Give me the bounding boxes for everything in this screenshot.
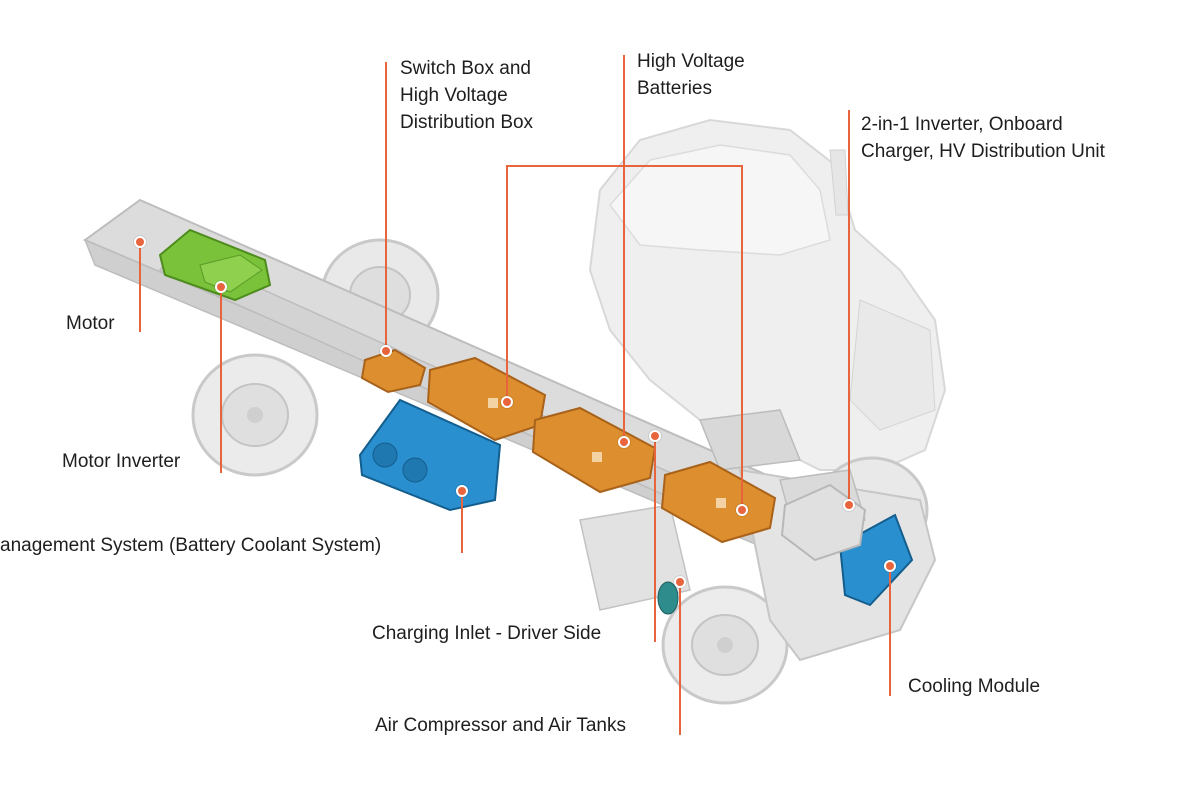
dot-charging-inlet [649,430,661,442]
label-switch-box: Switch Box and High Voltage Distribution… [400,55,533,136]
coolant-system-component [358,398,502,512]
dot-inverter-charger [843,499,855,511]
label-inverter-charger-line-1: 2-in-1 Inverter, Onboard [861,114,1063,135]
label-hv-batteries: High Voltage Batteries [637,48,745,102]
label-hv-batteries-line-2: Batteries [637,78,712,99]
dot-thermal [456,485,468,497]
leader-air-compressor [679,580,681,735]
dot-motor [134,236,146,248]
leader-batteries-left [506,165,508,399]
leader-switch-box [385,62,387,350]
leader-cooling-module [889,564,891,696]
dot-battery-left [501,396,513,408]
leader-motor [139,240,141,332]
label-motor-inverter: Motor Inverter [62,451,181,472]
battery-packs [426,356,777,544]
label-switch-box-line-2: High Voltage [400,85,508,106]
dot-switch-box [380,345,392,357]
leader-batteries-vertical [623,55,625,438]
leader-charging-inlet [654,434,656,642]
cab-silhouette [588,118,947,471]
label-motor: Motor [66,313,115,334]
label-inverter-charger-line-2: Charger, HV Distribution Unit [861,141,1105,162]
dot-battery-right [736,504,748,516]
air-compressor-component [657,581,679,615]
label-air-compressor: Air Compressor and Air Tanks [375,715,626,736]
label-charging-inlet: Charging Inlet - Driver Side [372,623,602,644]
dot-battery-middle [618,436,630,448]
dot-cooling-module [884,560,896,572]
label-cooling-module: Cooling Module [908,676,1041,697]
leader-motor-inverter [220,285,222,473]
dot-air-compressor [674,576,686,588]
leader-batteries-right [741,165,743,508]
label-switch-box-line-1: Switch Box and [400,58,531,79]
label-switch-box-line-3: Distribution Box [400,112,534,133]
label-thermal-management: anagement System (Battery Coolant System… [0,535,382,556]
leader-inverter-charger [848,110,850,503]
label-hv-batteries-line-1: High Voltage [637,51,745,72]
label-inverter-charger: 2-in-1 Inverter, Onboard Charger, HV Dis… [861,111,1105,165]
leader-thermal [461,489,463,553]
leader-batteries-horizontal [506,165,743,167]
switch-box-component [360,348,427,394]
dot-motor-inverter [215,281,227,293]
